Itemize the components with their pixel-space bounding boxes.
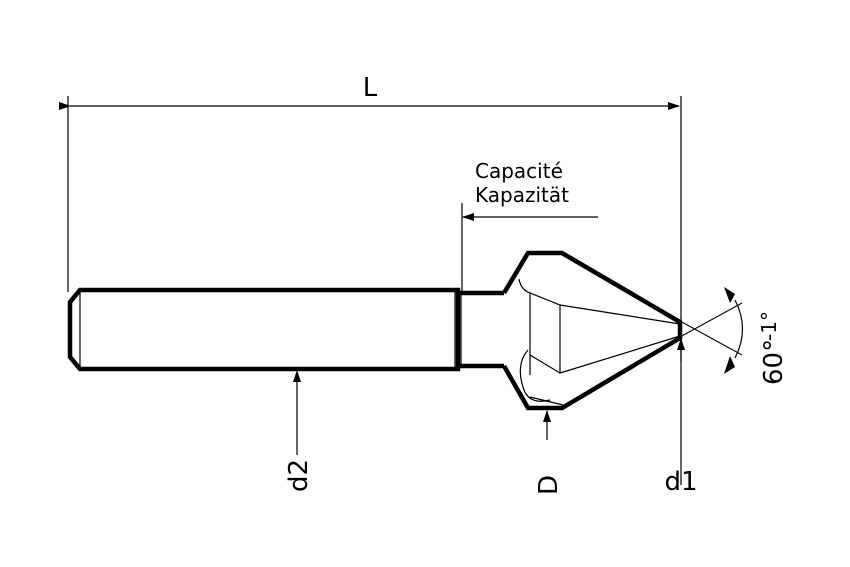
shank-outline xyxy=(67,287,461,372)
cutting-edge-lines xyxy=(518,278,681,406)
angle-arrowhead-upper xyxy=(724,287,735,303)
angle-line-lower xyxy=(679,320,743,356)
D-label: D xyxy=(534,475,564,495)
angle-label: 60° xyxy=(759,339,789,385)
d1-label: d1 xyxy=(664,467,697,497)
angle-line-upper xyxy=(679,302,743,338)
length-label: L xyxy=(363,73,378,103)
d2-label: d2 xyxy=(284,459,314,492)
angle-arc xyxy=(734,299,744,359)
capacity-label-de: Kapazität xyxy=(475,183,569,207)
cutting-head-outline xyxy=(502,250,683,411)
angle-tolerance-label: -1° xyxy=(757,311,781,341)
angle-arrowhead-lower xyxy=(724,356,735,374)
neck-outline xyxy=(458,290,504,369)
capacity-label-fr: Capacité xyxy=(475,159,563,183)
